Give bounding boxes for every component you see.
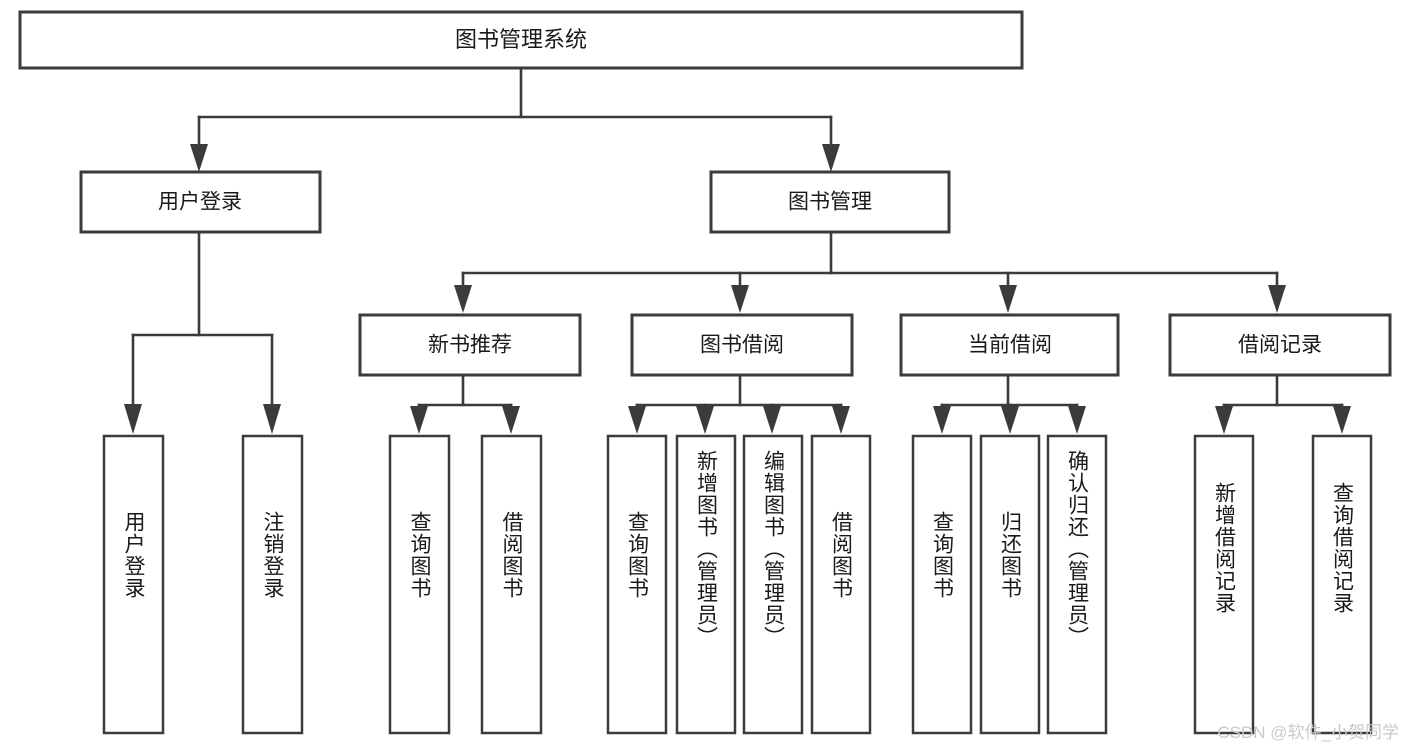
node-leaf-query-book-2[interactable] bbox=[606, 434, 668, 735]
node-leaf-confirm-return[interactable] bbox=[1046, 434, 1108, 735]
node-root-system[interactable] bbox=[18, 10, 1024, 70]
arrow-to-new-book-recommend bbox=[454, 285, 472, 313]
arrow-leaf-add-record bbox=[1215, 406, 1233, 434]
arrow-to-borrow-record bbox=[1268, 285, 1286, 313]
arrow-to-user-login bbox=[190, 144, 208, 172]
arrow-to-book-borrow bbox=[731, 285, 749, 313]
edge-group bbox=[124, 66, 1351, 434]
node-leaf-query-record[interactable] bbox=[1311, 434, 1373, 735]
arrow-to-book-management bbox=[822, 144, 840, 172]
node-book-borrow-label: 图书借阅 bbox=[700, 334, 784, 357]
arrow-leaf-query-book-3 bbox=[933, 406, 951, 434]
arrow-leaf-query-book-1 bbox=[410, 406, 428, 434]
node-book-management-label: 图书管理 bbox=[788, 191, 872, 214]
arrow-leaf-query-book-2 bbox=[628, 406, 646, 434]
node-book-borrow[interactable] bbox=[630, 313, 854, 377]
node-borrow-record[interactable] bbox=[1168, 313, 1392, 377]
watermark-text: CSDN @软件_小贺同学 bbox=[1217, 723, 1399, 742]
node-leaf-return-book[interactable] bbox=[979, 434, 1041, 735]
arrow-leaf-edit-book bbox=[763, 406, 781, 434]
node-leaf-user-login[interactable] bbox=[102, 434, 165, 735]
node-leaf-add-record[interactable] bbox=[1193, 434, 1255, 735]
node-current-borrow[interactable] bbox=[899, 313, 1120, 377]
arrow-leaf-return-book bbox=[1001, 406, 1019, 434]
arrow-leaf-user-login bbox=[124, 404, 142, 434]
arrow-leaf-confirm-return bbox=[1068, 406, 1086, 434]
node-leaf-query-book-3[interactable] bbox=[911, 434, 973, 735]
node-user-login-label: 用户登录 bbox=[158, 191, 242, 214]
node-new-book-recommend[interactable] bbox=[358, 313, 582, 377]
node-current-borrow-label: 当前借阅 bbox=[968, 334, 1052, 357]
node-group: 图书管理系统 用户登录 图书管理 新书推荐 图书借阅 当前借阅 借阅记录 bbox=[18, 10, 1392, 735]
node-leaf-logout-login[interactable] bbox=[241, 434, 304, 735]
node-leaf-borrow-book-1[interactable] bbox=[480, 434, 543, 735]
arrow-to-current-borrow bbox=[999, 285, 1017, 313]
node-root-label: 图书管理系统 bbox=[455, 27, 587, 52]
arrow-leaf-query-record bbox=[1333, 406, 1351, 434]
node-leaf-query-book-1[interactable] bbox=[388, 434, 451, 735]
node-leaf-borrow-book-2[interactable] bbox=[810, 434, 872, 735]
node-borrow-record-label: 借阅记录 bbox=[1238, 334, 1322, 357]
node-user-login[interactable] bbox=[79, 170, 322, 234]
arrow-leaf-add-book bbox=[696, 406, 714, 434]
node-book-management[interactable] bbox=[709, 170, 951, 234]
arrow-leaf-borrow-book-2 bbox=[832, 406, 850, 434]
node-leaf-edit-book[interactable] bbox=[742, 434, 804, 735]
node-leaf-add-book[interactable] bbox=[675, 434, 737, 735]
arrow-leaf-logout-login bbox=[263, 404, 281, 434]
node-new-book-recommend-label: 新书推荐 bbox=[428, 334, 512, 357]
arrow-leaf-borrow-book-1 bbox=[502, 406, 520, 434]
